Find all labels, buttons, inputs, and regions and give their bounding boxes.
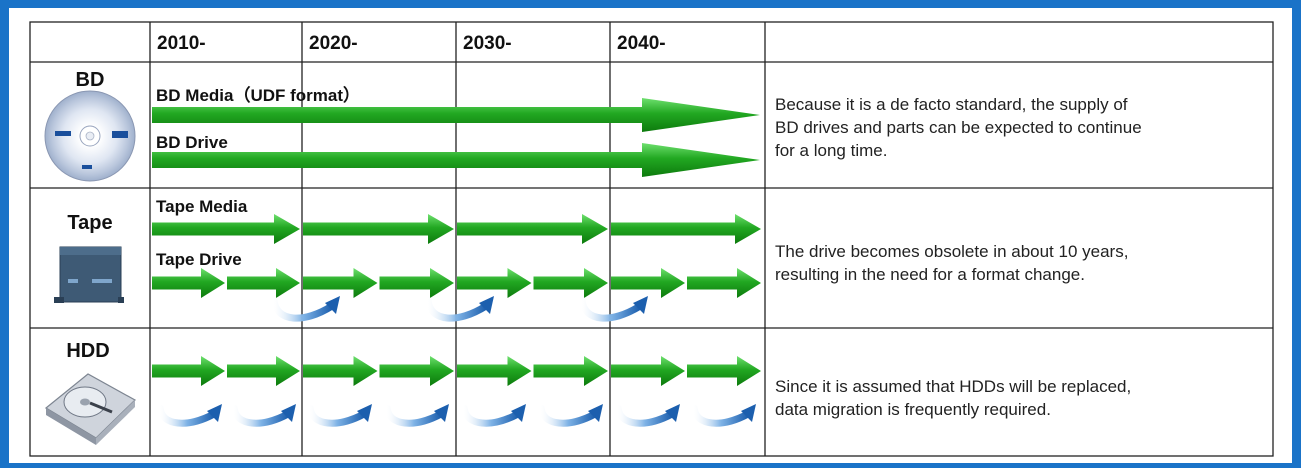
migration-curve-hdd <box>614 404 680 427</box>
track-label-bd-media: BD Media（UDF format） <box>156 85 360 105</box>
arrow-hdd <box>533 356 608 386</box>
track-label-tape-media: Tape Media <box>156 197 248 216</box>
description-bd: Because it is a de facto standard, the s… <box>775 95 1142 160</box>
decade-header: 2020- <box>309 33 358 54</box>
migration-curve-hdd <box>460 404 526 427</box>
arrow-tape-media <box>303 214 454 244</box>
decade-headers: 2010- 2020- 2030- 2040- <box>157 33 666 54</box>
description-line: Because it is a de facto standard, the s… <box>775 95 1128 114</box>
arrow-tape-media <box>611 214 761 244</box>
migration-curve-tape <box>270 296 340 322</box>
migration-curve-hdd <box>230 404 296 427</box>
migration-curve-tape <box>424 296 494 322</box>
migration-curve-hdd <box>537 404 603 427</box>
arrow-hdd <box>687 356 761 386</box>
arrow-hdd <box>457 356 532 386</box>
description-tape: The drive becomes obsolete in about 10 y… <box>775 242 1128 284</box>
arrow-hdd <box>379 356 454 386</box>
decade-header: 2030- <box>463 33 512 54</box>
arrow-hdd <box>152 356 225 386</box>
arrow-tape-drive <box>457 268 532 298</box>
arrow-tape-drive <box>227 268 300 298</box>
track-label-bd-drive: BD Drive <box>156 133 228 152</box>
arrow-hdd <box>227 356 300 386</box>
migration-curve-hdd <box>690 404 756 427</box>
description-line: Since it is assumed that HDDs will be re… <box>775 377 1131 396</box>
arrow-bd-drive <box>152 143 760 177</box>
arrow-tape-media <box>457 214 608 244</box>
migration-curve-tape <box>578 296 648 322</box>
arrow-tape-drive <box>533 268 608 298</box>
category-label-tape: Tape <box>67 212 112 234</box>
arrow-tape-media <box>152 214 300 244</box>
arrow-hdd <box>303 356 378 386</box>
description-line: BD drives and parts can be expected to c… <box>775 118 1142 137</box>
decade-header: 2010- <box>157 33 206 54</box>
arrow-bd-media <box>152 98 760 132</box>
hard-disk-drive-icon <box>44 373 136 445</box>
blu-ray-disc-icon <box>44 90 136 182</box>
lifecycle-arrows <box>152 98 761 386</box>
migration-curves <box>156 296 756 427</box>
migration-curve-hdd <box>383 404 449 427</box>
track-label-tape-drive: Tape Drive <box>156 250 242 269</box>
arrow-tape-drive <box>611 268 685 298</box>
category-label-bd: BD <box>76 69 105 91</box>
description-hdd: Since it is assumed that HDDs will be re… <box>775 377 1131 419</box>
arrow-tape-drive <box>687 268 761 298</box>
decade-header: 2040- <box>617 33 666 54</box>
arrow-tape-drive <box>303 268 378 298</box>
migration-curve-hdd <box>156 404 222 427</box>
description-line: The drive becomes obsolete in about 10 y… <box>775 242 1128 261</box>
table-grid <box>29 21 1274 457</box>
arrow-tape-drive <box>379 268 454 298</box>
arrow-hdd <box>611 356 685 386</box>
tape-cartridge-icon <box>54 246 124 303</box>
description-line: data migration is frequently required. <box>775 400 1051 419</box>
migration-curve-hdd <box>306 404 372 427</box>
category-label-hdd: HDD <box>66 340 109 362</box>
description-line: resulting in the need for a format chang… <box>775 265 1085 284</box>
arrow-tape-drive <box>152 268 225 298</box>
description-line: for a long time. <box>775 141 887 160</box>
